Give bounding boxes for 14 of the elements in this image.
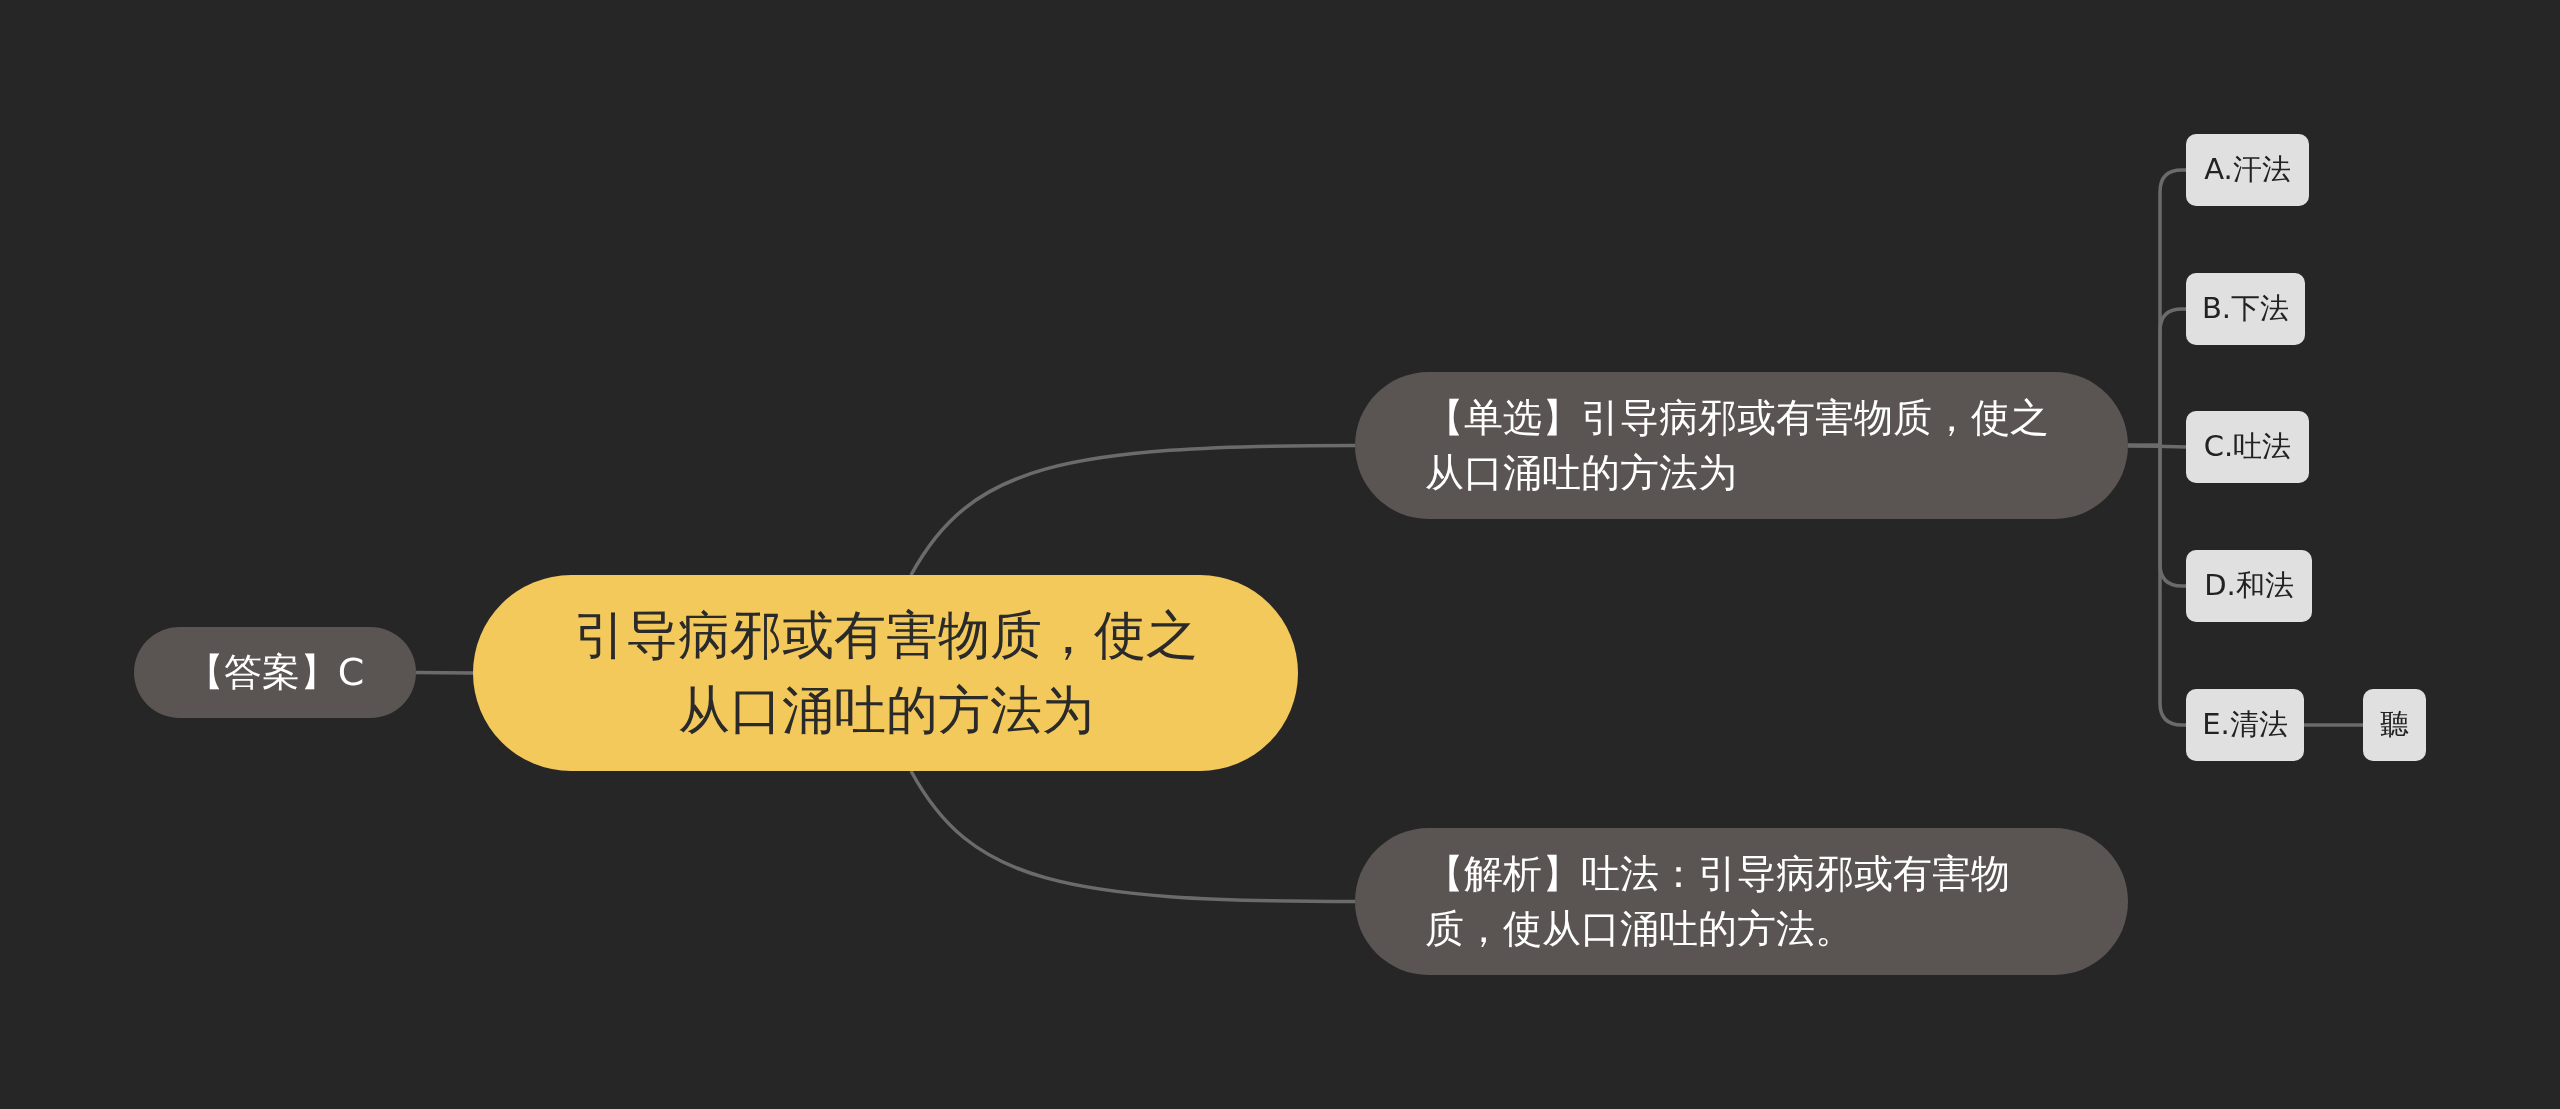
connector-line [909, 770, 1355, 904]
answer-box: 【答案】C [134, 627, 416, 718]
connector-line [416, 670, 473, 675]
topic-box: 【解析】吐法：引导病邪或有害物质，使从口涌吐的方法。 [1355, 828, 2128, 975]
note-box: 聽 [2363, 689, 2426, 761]
connector-line [2304, 723, 2363, 727]
option-box: C.吐法 [2186, 411, 2309, 483]
option-box: D.和法 [2186, 550, 2312, 622]
topic-box: 【单选】引导病邪或有害物质，使之从口涌吐的方法为 [1355, 372, 2128, 519]
option-box: A.汗法 [2186, 134, 2309, 206]
connector-line [909, 443, 1355, 576]
central-topic: 引导病邪或有害物质，使之从口涌吐的方法为 [473, 575, 1298, 771]
option-box: B.下法 [2186, 273, 2305, 345]
option-box: E.清法 [2186, 689, 2304, 761]
